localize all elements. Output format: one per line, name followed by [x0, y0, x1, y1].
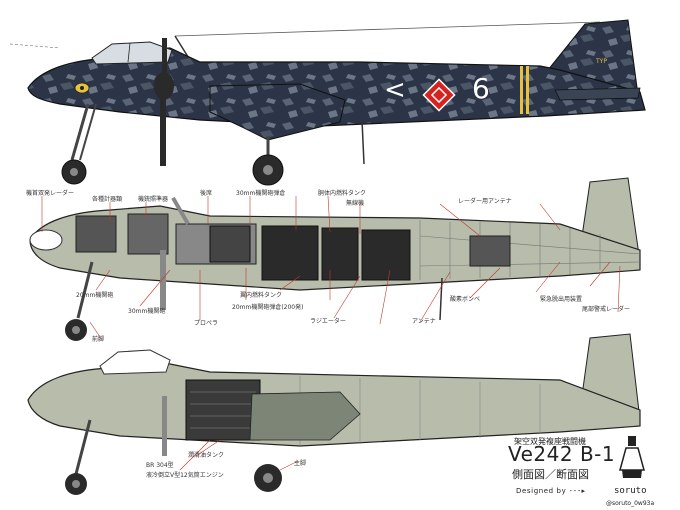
- callout-antenna: レーダー用アンテナ: [458, 198, 512, 205]
- engine-block: [185, 379, 261, 441]
- fuel-tank-1: [261, 225, 319, 281]
- code-number: 6: [472, 72, 490, 105]
- designed-by: Designed by ･･･▸: [516, 487, 586, 495]
- views-label: 側面図／断面図: [512, 468, 589, 481]
- callout-seat: 後席: [200, 190, 213, 197]
- structural-view: [27, 333, 641, 495]
- callout-radiator: ラジエーター: [310, 318, 346, 325]
- callout-cannon-ammo: 30mm機関砲弾倉: [236, 190, 286, 197]
- callout-oil-tank: 潤滑油タンク: [188, 452, 225, 459]
- national-insignia: [422, 78, 456, 112]
- fuel-tank-2: [321, 227, 359, 281]
- fuel-tank-3: [361, 229, 411, 281]
- profile-view: [9, 19, 646, 186]
- callout-instruments: 各種計器類: [92, 196, 123, 203]
- callout-radar: 機首双発レーダー: [26, 190, 75, 197]
- callout-escape: 緊急脱出用装置: [540, 296, 583, 303]
- callout-wing-tank: 翼内燃料タンク: [240, 292, 283, 299]
- title-block: 架空双発複座戦闘機 Ve242 B-1 側面図／断面図 Designed by …: [500, 436, 680, 510]
- tail-code: TYP: [596, 58, 607, 65]
- author-name: soruto: [614, 486, 647, 496]
- callout-prop: プロペラ: [194, 320, 219, 327]
- callout-exhaust: BR 304型: [146, 462, 174, 469]
- callout-main-gear: 主脚: [294, 460, 307, 467]
- subtitle: 架空双発複座戦闘機: [514, 437, 586, 446]
- callout-fuel-tanks: 胴体内燃料タンク: [318, 190, 367, 197]
- cutaway-view: [29, 177, 641, 341]
- model-name: Ve242 B-1: [508, 442, 616, 466]
- callout-gunsight: 機銃照準器: [138, 196, 169, 203]
- propeller-blade-bottom: [160, 96, 166, 166]
- callout-ammo2: 20mm機関砲弾倉(200発): [232, 304, 304, 311]
- callout-cannon2: 30mm機関砲: [128, 308, 166, 315]
- code-chevron: <: [384, 75, 406, 105]
- callout-nose-gear: 前脚: [92, 336, 105, 343]
- callout-radio: 無線機: [346, 200, 365, 207]
- callout-mg: 20mm機関砲: [76, 292, 114, 299]
- callout-antenna2: アンテナ: [412, 318, 436, 325]
- callout-engine: 液冷倒立V型12気筒エンジン: [146, 472, 224, 479]
- author-logo: [619, 436, 645, 478]
- propeller-blade-top: [162, 38, 167, 76]
- author-handle: @soruto_0w93a: [606, 500, 655, 507]
- callout-oxygen: 酸素ボンベ: [450, 296, 481, 303]
- callout-tail-radar: 尾部警戒レーダー: [582, 306, 631, 313]
